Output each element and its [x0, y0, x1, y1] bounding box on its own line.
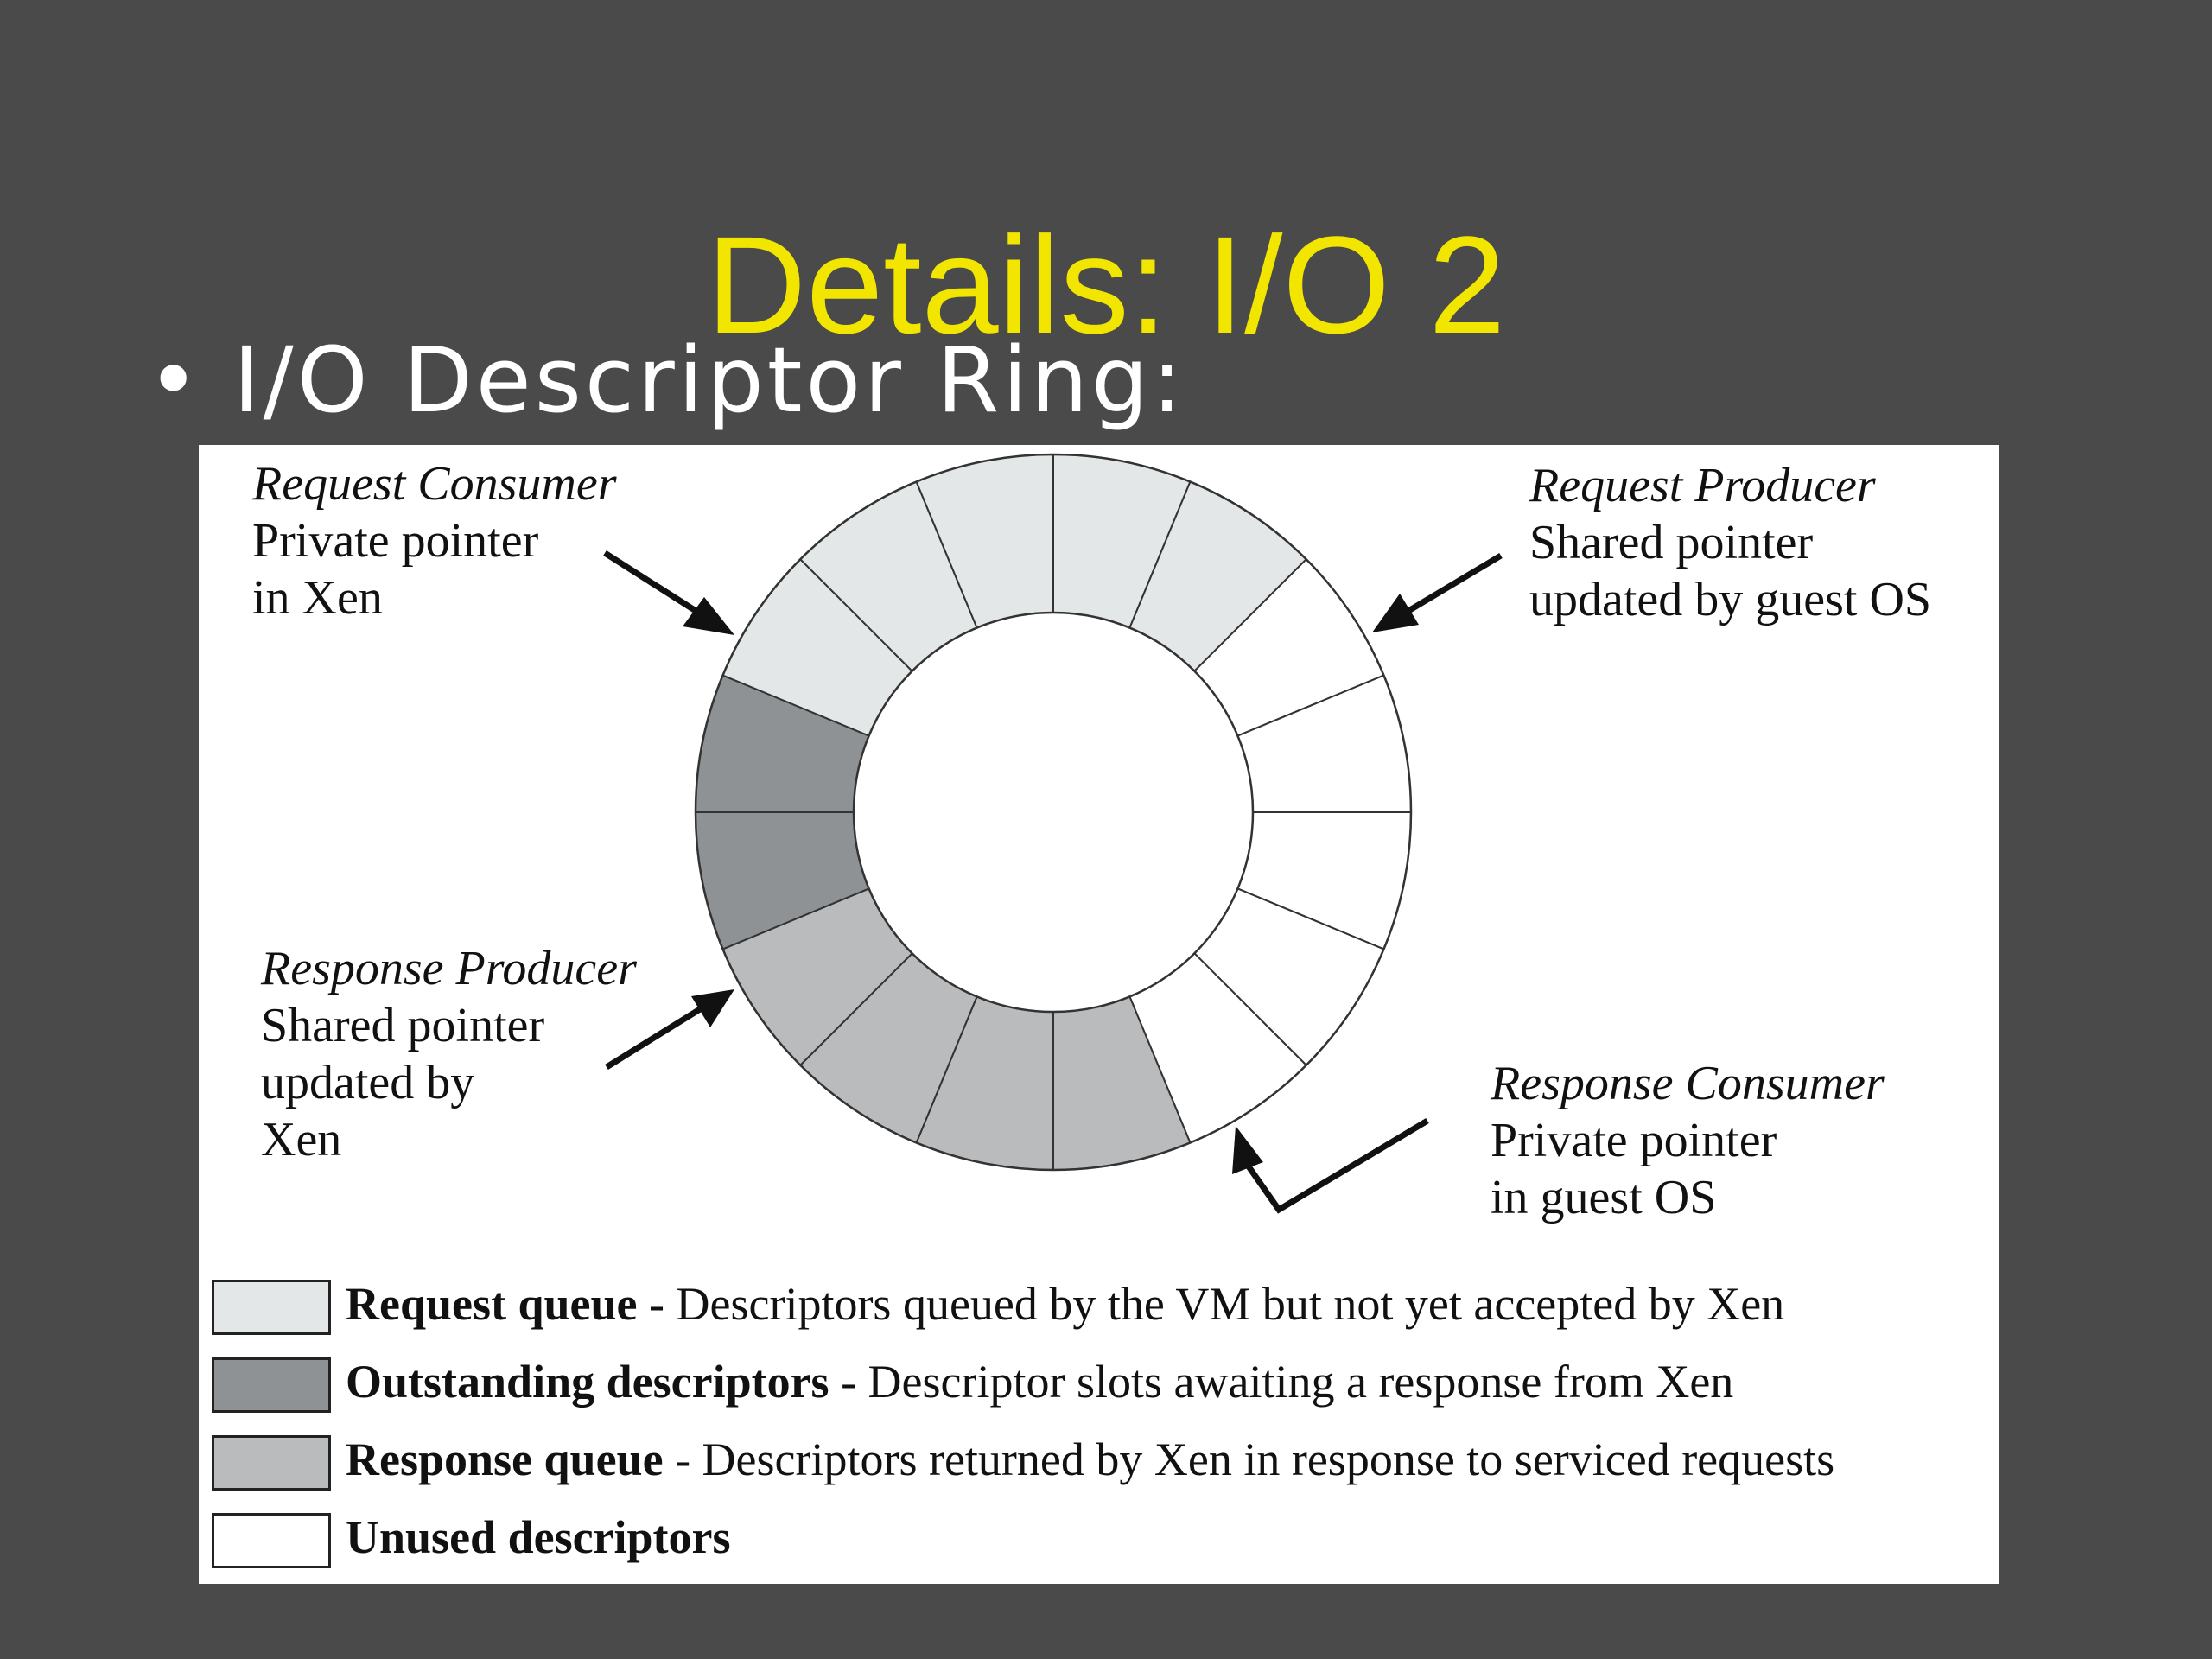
request-producer-title: Request Producer — [1529, 459, 1876, 512]
legend-swatch-request-queue — [212, 1280, 331, 1335]
ring-outer-edge — [694, 453, 1413, 1172]
legend-text-unused: Unused descriptors — [346, 1510, 731, 1565]
response-producer-arrow — [605, 989, 734, 1070]
slide-title: Details: I/O 2 — [706, 207, 1506, 362]
response-producer-label: Response Producer Shared pointer updated… — [261, 940, 637, 1168]
legend-rest-outstanding: - Descriptor slots awaiting a response f… — [829, 1356, 1734, 1408]
request-consumer-arrow — [603, 550, 734, 635]
response-producer-desc-3: Xen — [261, 1113, 342, 1166]
descriptor-ring-diagram — [603, 453, 1503, 1214]
ring-slots — [694, 453, 1413, 1172]
legend-bold-request-queue: Request queue — [346, 1278, 638, 1330]
legend-swatch-unused — [212, 1513, 331, 1568]
bullet-text: I/O Descriptor Ring: — [233, 327, 1186, 433]
response-consumer-title: Response Consumer — [1491, 1057, 1885, 1110]
response-producer-desc-2: updated by — [261, 1056, 475, 1109]
legend-swatch-response-queue — [212, 1435, 331, 1491]
bullet-item: • I/O Descriptor Ring: — [147, 328, 1185, 432]
request-producer-desc-2: updated by guest OS — [1529, 573, 1932, 626]
legend-swatch-outstanding — [212, 1357, 331, 1413]
descriptor-ring-figure: Request Consumer Private pointer in Xen … — [199, 445, 1999, 1584]
ring-inner-edge — [852, 611, 1255, 1014]
request-consumer-desc-2: in Xen — [252, 571, 383, 625]
legend-text-response-queue: Response queue - Descriptors returned by… — [346, 1432, 1834, 1487]
legend-bold-response-queue: Response queue — [346, 1433, 664, 1485]
legend-rest-response-queue: - Descriptors returned by Xen in respons… — [663, 1433, 1835, 1485]
legend-text-outstanding: Outstanding descriptors - Descriptor slo… — [346, 1354, 1733, 1409]
request-producer-label: Request Producer Shared pointer updated … — [1529, 457, 1931, 628]
response-consumer-label: Response Consumer Private pointer in gue… — [1491, 1055, 1885, 1226]
legend-bold-outstanding: Outstanding descriptors — [346, 1356, 830, 1408]
legend-text-request-queue: Request queue - Descriptors queued by th… — [346, 1276, 1784, 1332]
legend-bold-unused: Unused descriptors — [346, 1511, 731, 1563]
bullet-glyph: • — [147, 327, 204, 433]
response-consumer-desc-1: Private pointer — [1491, 1114, 1777, 1167]
request-producer-arrow — [1372, 552, 1503, 632]
response-producer-title: Response Producer — [261, 942, 637, 995]
legend-rest-request-queue: - Descriptors queued by the VM but not y… — [637, 1278, 1785, 1330]
request-consumer-title: Request Consumer — [252, 457, 617, 511]
request-consumer-label: Request Consumer Private pointer in Xen — [252, 455, 617, 626]
response-consumer-arrow — [1232, 1117, 1429, 1214]
response-consumer-desc-2: in guest OS — [1491, 1171, 1717, 1224]
request-consumer-desc-1: Private pointer — [252, 514, 539, 568]
response-producer-desc-1: Shared pointer — [261, 999, 545, 1052]
request-producer-desc-1: Shared pointer — [1529, 516, 1814, 569]
